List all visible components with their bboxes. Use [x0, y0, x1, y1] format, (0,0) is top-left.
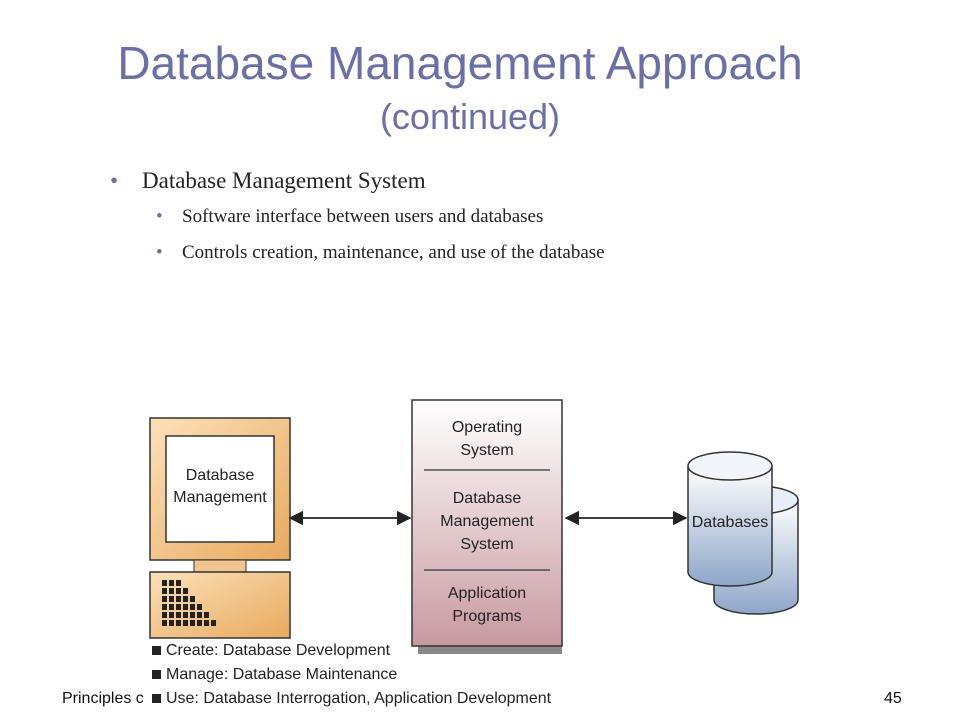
key-icon: [183, 620, 188, 626]
key-icon: [197, 620, 202, 626]
key-icon: [176, 620, 181, 626]
key-icon: [162, 612, 167, 618]
key-icon: [162, 604, 167, 610]
key-icon: [162, 588, 167, 594]
stack-text: Application: [448, 585, 526, 602]
software-stack: Operating System Database Management Sys…: [411, 399, 563, 654]
legend-item: Use: Database Interrogation, Application…: [166, 690, 552, 707]
key-icon: [211, 620, 216, 626]
stack-text: System: [460, 536, 513, 553]
key-icon: [204, 620, 209, 626]
key-icon: [176, 596, 181, 602]
key-icon: [176, 580, 181, 586]
stack-text: Database: [453, 490, 522, 507]
sub-bullet-item: • Controls creation, maintenance, and us…: [156, 242, 605, 264]
legend: Create: Database Development Manage: Dat…: [152, 642, 552, 707]
bullet-dot-icon: •: [110, 168, 119, 193]
key-icon: [176, 612, 181, 618]
stack-text: Programs: [452, 608, 521, 625]
key-icon: [190, 596, 195, 602]
key-icon: [190, 620, 195, 626]
key-icon: [169, 620, 174, 626]
footer-text: Principles c: [62, 690, 144, 707]
key-icon: [169, 612, 174, 618]
database-cylinders-icon: Databases: [687, 451, 799, 615]
key-icon: [169, 604, 174, 610]
key-icon: [183, 596, 188, 602]
legend-item: Manage: Database Maintenance: [166, 666, 397, 683]
key-icon: [197, 612, 202, 618]
key-icon: [204, 612, 209, 618]
key-icon: [162, 596, 167, 602]
legend-item: Create: Database Development: [166, 642, 391, 659]
sub-bullet-item: • Software interface between users and d…: [156, 206, 605, 228]
key-icon: [162, 580, 167, 586]
key-icon: [162, 620, 167, 626]
key-icon: [176, 604, 181, 610]
bullet-item: • Database Management System: [110, 168, 605, 194]
legend-square-icon: [152, 694, 161, 703]
bullet-list: • Database Management System • Software …: [110, 168, 605, 278]
keypad-icon: [162, 580, 216, 626]
key-icon: [169, 580, 174, 586]
key-icon: [197, 604, 202, 610]
stack-text: System: [460, 442, 513, 459]
key-icon: [183, 588, 188, 594]
computer-label-line2: Management: [173, 489, 267, 506]
slide-number: 45: [884, 690, 902, 707]
legend-square-icon: [152, 646, 161, 655]
sub-bullet-text: Software interface between users and dat…: [182, 206, 544, 227]
bullet-text: Database Management System: [142, 168, 426, 193]
key-icon: [183, 612, 188, 618]
bullet-dot-icon: •: [156, 206, 163, 227]
key-icon: [190, 604, 195, 610]
key-icon: [176, 588, 181, 594]
slide-title: Database Management Approach: [117, 37, 803, 89]
legend-square-icon: [152, 670, 161, 679]
stack-text: Management: [440, 513, 534, 530]
key-icon: [169, 596, 174, 602]
key-icon: [183, 604, 188, 610]
databases-label: Databases: [692, 514, 769, 531]
key-icon: [190, 612, 195, 618]
bullet-dot-icon: •: [156, 242, 163, 263]
stack-text: Operating: [452, 419, 522, 436]
computer-label-line1: Database: [186, 467, 255, 484]
slide-subtitle: (continued): [379, 96, 561, 137]
sub-bullet-text: Controls creation, maintenance, and use …: [182, 242, 605, 263]
computer-icon: Database Management: [149, 417, 291, 639]
key-icon: [169, 588, 174, 594]
